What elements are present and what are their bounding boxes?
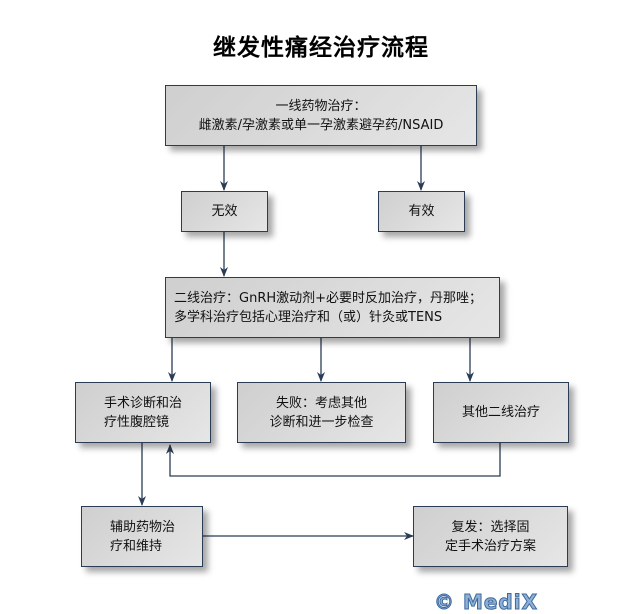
node-ineffective: 无效: [181, 191, 268, 232]
node-second-line-line1: 二线治疗：GnRH激动剂+必要时反加治疗，丹那唑；: [174, 290, 483, 306]
node-adjuvant-line2: 疗和维持: [110, 538, 163, 554]
node-surgery-line2: 疗性腹腔镜: [104, 414, 170, 430]
node-second-line-line2: 多学科治疗包括心理治疗和（或）针灸或TENS: [174, 309, 443, 325]
node-failure-line1: 失败：考虑其他: [275, 395, 367, 411]
diagram-title: 继发性痛经治疗流程: [213, 34, 429, 61]
node-first-line-line1: 一线药物治疗：: [275, 98, 367, 114]
node-recurrence: 复发：选择固 定手术治疗方案: [413, 506, 568, 567]
node-first-line-drug-therapy: 一线药物治疗： 雌激素/孕激素或单一孕激素避孕药/NSAID: [165, 85, 477, 146]
node-effective-label: 有效: [408, 204, 435, 219]
node-ineffective-label: 无效: [211, 204, 238, 219]
node-effective: 有效: [378, 191, 465, 232]
edge-other-to-surgery: [166, 442, 501, 477]
node-recurrence-line1: 复发：选择固: [451, 519, 530, 535]
node-failure-line2: 诊断和进一步检查: [269, 414, 374, 430]
node-other-second-line: 其他二线治疗: [433, 382, 569, 443]
node-recurrence-line2: 定手术治疗方案: [444, 538, 536, 554]
node-adjuvant-therapy: 辅助药物治 疗和维持: [81, 506, 203, 567]
node-adjuvant-line1: 辅助药物治: [110, 519, 176, 535]
node-second-line-therapy: 二线治疗：GnRH激动剂+必要时反加治疗，丹那唑； 多学科治疗包括心理治疗和（或…: [165, 277, 500, 338]
node-first-line-line2: 雌激素/孕激素或单一孕激素避孕药/NSAID: [198, 117, 444, 133]
medix-watermark: © MediX: [433, 590, 539, 614]
node-other-second-line-label: 其他二线治疗: [461, 405, 540, 420]
node-surgical-laparoscopy: 手术诊断和治 疗性腹腔镜: [75, 382, 211, 443]
node-surgery-line1: 手术诊断和治: [104, 395, 183, 411]
node-failure: 失败：考虑其他 诊断和进一步检查: [237, 382, 406, 443]
